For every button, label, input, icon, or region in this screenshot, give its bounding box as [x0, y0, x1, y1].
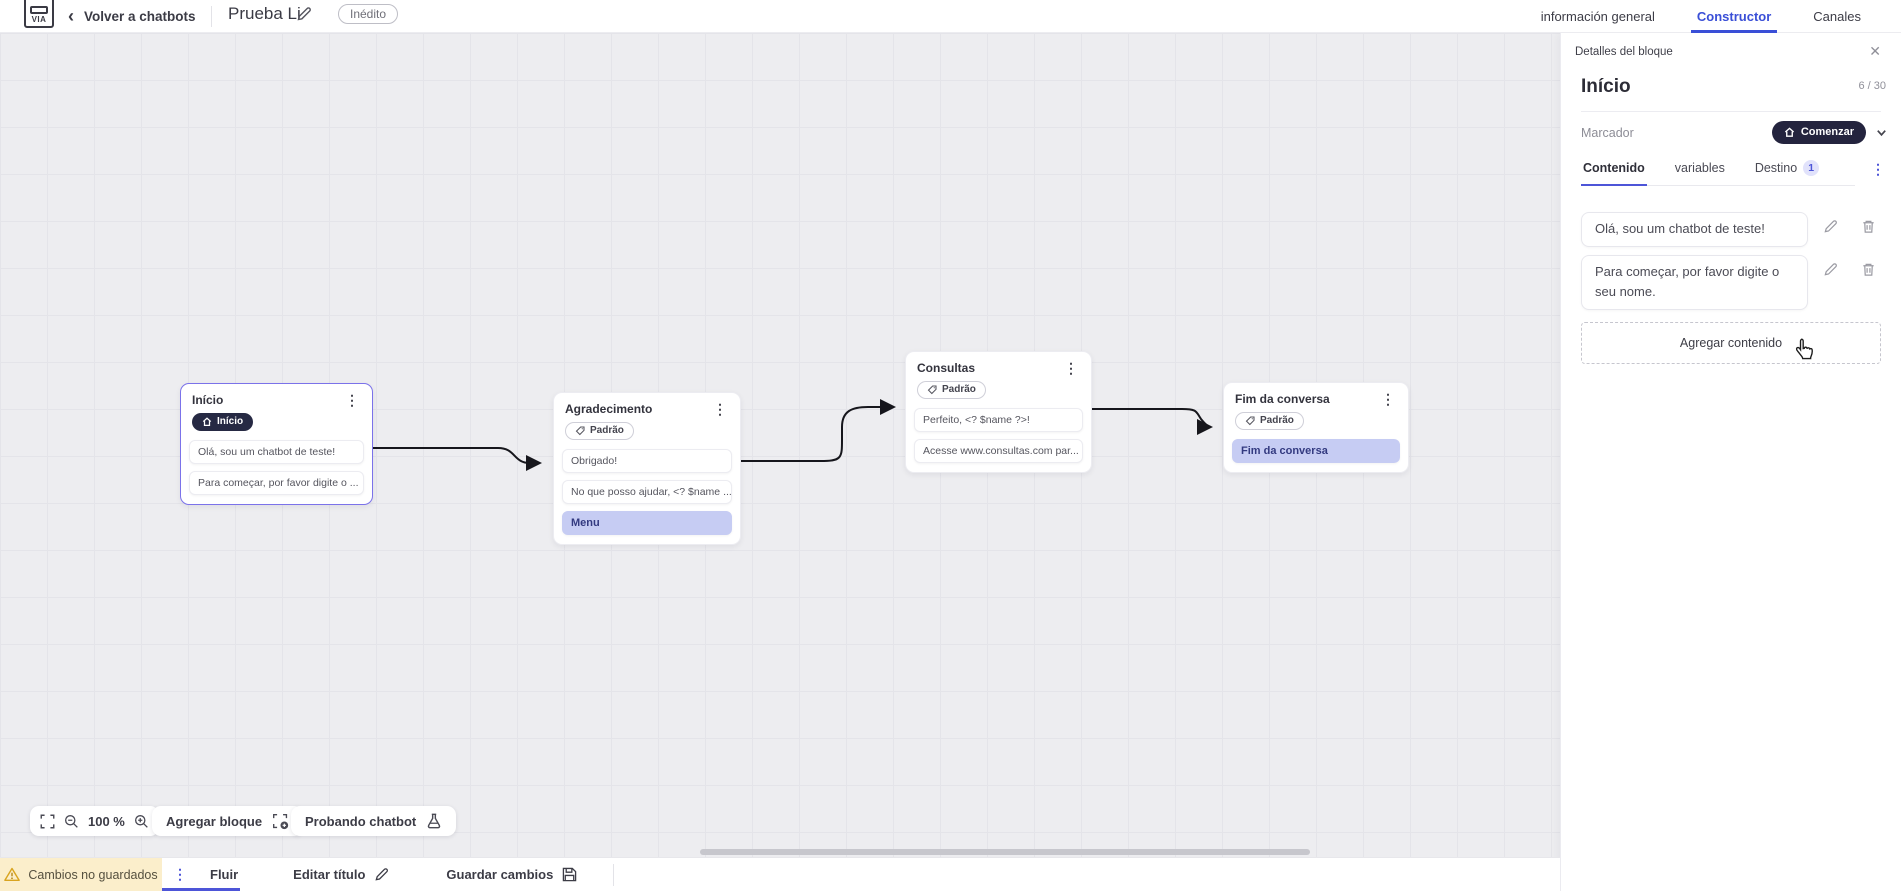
bottom-bar: Cambios no guardados ⋮ Fluir Editar títu…: [0, 857, 1560, 891]
flow-block-agradecimento[interactable]: Agradecimento ⋮ Padrão Obrigado! No que …: [553, 392, 741, 545]
chevron-left-icon: ‹: [68, 6, 74, 26]
app-logo-icon[interactable]: VIA: [24, 0, 54, 28]
edit-content-icon[interactable]: [1823, 219, 1838, 234]
delete-content-icon[interactable]: [1861, 262, 1876, 277]
panel-divider: [1581, 111, 1881, 112]
add-block-label: Agregar bloque: [166, 813, 263, 829]
add-block-button[interactable]: Agregar bloque: [152, 806, 304, 836]
tag-icon-label: Padrão: [1260, 415, 1294, 426]
close-icon[interactable]: ✕: [1869, 43, 1881, 59]
tag-icon-label: Padrão: [590, 425, 624, 436]
panel-tabs: Contenido variables Destino 1: [1581, 154, 1855, 186]
block-item[interactable]: Perfeito, <? $name ?>!: [914, 408, 1083, 432]
bottom-bar-divider: [613, 863, 615, 886]
delete-content-icon[interactable]: [1861, 219, 1876, 234]
zoom-in-icon[interactable]: [134, 814, 149, 829]
block-menu-icon[interactable]: ⋮: [345, 392, 359, 408]
tab-variables[interactable]: variables: [1674, 161, 1725, 175]
edit-title-icon[interactable]: [296, 6, 312, 22]
block-title: Fim da conversa: [1235, 392, 1330, 406]
active-flow-underline: [162, 888, 240, 891]
block-menu-icon[interactable]: ⋮: [1064, 360, 1078, 376]
block-menu-icon[interactable]: ⋮: [713, 401, 727, 417]
warning-triangle-icon: [4, 867, 21, 881]
block-item[interactable]: Para começar, por favor digite o ...: [189, 471, 364, 495]
type-badge: Padrão: [917, 381, 986, 399]
content-text-card[interactable]: Olá, sou um chatbot de teste!: [1581, 212, 1808, 248]
connection-wires: [373, 399, 1213, 471]
flow-menu-icon[interactable]: ⋮: [173, 866, 187, 882]
top-header: VIA ‹ Volver a chatbots Prueba Li Inédit…: [0, 0, 1901, 33]
flow-block-inicio[interactable]: Início ⋮ Início Olá, sou um chatbot de t…: [180, 383, 373, 505]
block-title: Consultas: [917, 361, 976, 375]
zoom-out-icon[interactable]: [64, 814, 79, 829]
back-to-chatbots-button[interactable]: ‹ Volver a chatbots: [68, 7, 196, 25]
save-icon: [563, 867, 577, 882]
marker-value: Comenzar: [1800, 126, 1854, 138]
tab-constructor[interactable]: Constructor: [1690, 0, 1778, 33]
edit-title-button[interactable]: Editar título: [293, 867, 389, 882]
character-counter: 6 / 30: [1858, 80, 1886, 92]
flow-block-fim-da-conversa[interactable]: Fim da conversa ⋮ Padrão Fim da conversa: [1223, 382, 1409, 473]
content-list: Olá, sou um chatbot de teste! Para: [1561, 186, 1901, 311]
block-title: Agradecimento: [565, 402, 653, 416]
block-item-action[interactable]: Fim da conversa: [1232, 439, 1400, 463]
horizontal-scrollbar[interactable]: [700, 849, 1310, 855]
block-item[interactable]: Olá, sou um chatbot de teste!: [189, 440, 364, 464]
flask-icon: [426, 813, 442, 829]
block-item[interactable]: Obrigado!: [562, 449, 732, 473]
tag-icon-label: Padrão: [942, 384, 976, 395]
flow-block-consultas[interactable]: Consultas ⋮ Padrão Perfeito, <? $name ?>…: [905, 351, 1092, 473]
home-icon-label: Início: [217, 416, 244, 427]
destino-count-badge: 1: [1803, 160, 1820, 176]
add-block-icon: [272, 813, 289, 830]
header-divider: [211, 6, 212, 27]
unsaved-changes-chip: Cambios no guardados: [0, 857, 162, 891]
main-tabs: información general Constructor Canales: [1541, 0, 1861, 33]
type-badge: Padrão: [565, 422, 634, 440]
block-menu-icon[interactable]: ⋮: [1381, 391, 1395, 407]
tab-destino[interactable]: Destino 1: [1753, 154, 1821, 185]
pencil-icon: [375, 868, 389, 881]
block-details-panel: Detalles del bloque ✕ Início 6 / 30 Marc…: [1560, 33, 1901, 891]
content-row: Para começar, por favor digite o seu nom…: [1581, 255, 1881, 311]
status-badge: Inédito: [338, 4, 399, 24]
test-chatbot-label: Probando chatbot: [305, 813, 417, 829]
type-badge: Padrão: [1235, 412, 1304, 430]
block-item[interactable]: Acesse www.consultas.com par...: [914, 439, 1083, 463]
chatbot-title: Prueba Li: [228, 4, 301, 23]
tab-contenido[interactable]: Contenido: [1581, 154, 1647, 186]
content-row: Olá, sou um chatbot de teste!: [1581, 212, 1881, 248]
start-badge: Início: [192, 413, 254, 431]
marker-label: Marcador: [1581, 125, 1634, 140]
zoom-level: 100 %: [88, 813, 125, 829]
block-item-action[interactable]: Menu: [562, 511, 732, 535]
save-changes-button[interactable]: Guardar cambios: [446, 867, 577, 882]
flow-canvas[interactable]: Início ⋮ Início Olá, sou um chatbot de t…: [0, 33, 1560, 857]
add-content-button[interactable]: Agregar contenido: [1581, 322, 1881, 365]
content-text-card[interactable]: Para começar, por favor digite o seu nom…: [1581, 255, 1808, 311]
chevron-down-icon[interactable]: [1875, 126, 1888, 139]
tab-canales[interactable]: Canales: [1813, 9, 1861, 24]
tab-fluir[interactable]: Fluir: [210, 867, 239, 882]
panel-menu-icon[interactable]: ⋮: [1871, 161, 1885, 177]
back-label: Volver a chatbots: [84, 8, 196, 24]
test-chatbot-button[interactable]: Probando chatbot: [291, 806, 457, 836]
block-title: Início: [192, 393, 224, 407]
fullscreen-icon[interactable]: [40, 814, 55, 829]
block-item[interactable]: No que posso ajudar, <? $name ...: [562, 480, 732, 504]
tab-informacion-general[interactable]: información general: [1540, 9, 1655, 24]
unsaved-changes-label: Cambios no guardados: [28, 867, 158, 882]
edit-content-icon[interactable]: [1823, 262, 1838, 277]
zoom-toolbar: 100 %: [30, 806, 159, 836]
panel-header-label: Detalles del bloque: [1575, 45, 1673, 58]
marker-select[interactable]: Comenzar: [1771, 121, 1866, 144]
block-name[interactable]: Início: [1581, 76, 1631, 97]
